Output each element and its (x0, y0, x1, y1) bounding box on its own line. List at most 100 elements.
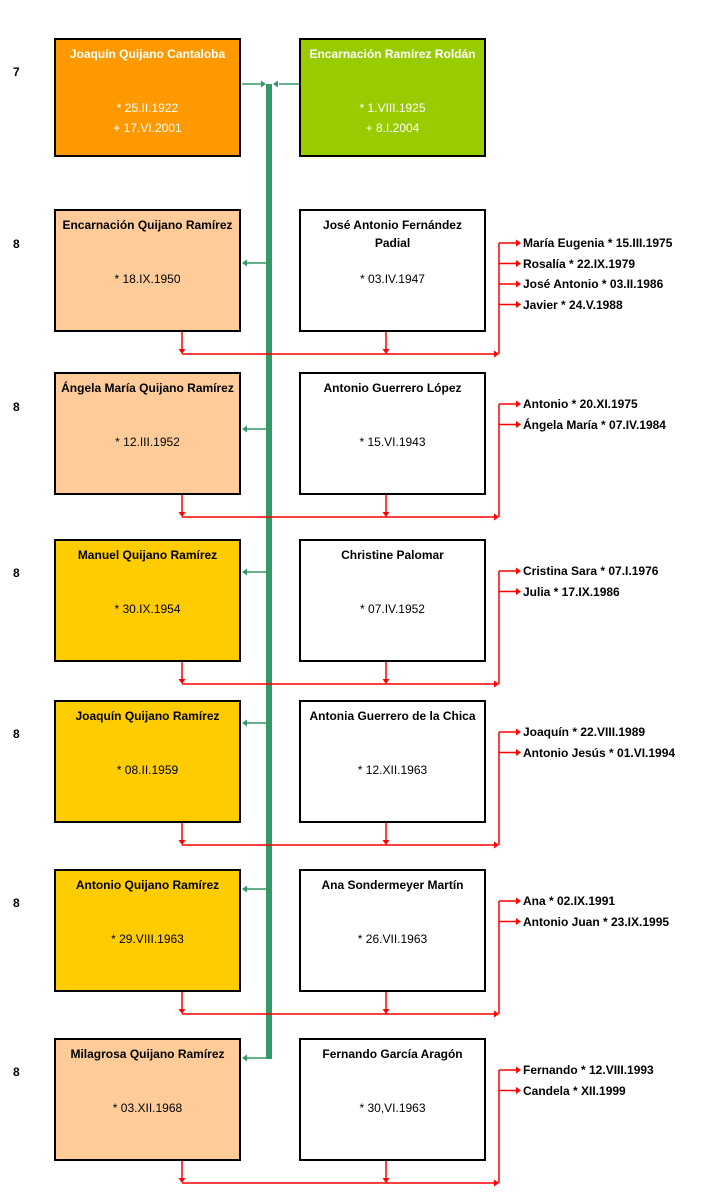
child-box: Antonio Quijano Ramírez * 29.VIII.1963 (54, 869, 241, 992)
spouse-box: Ana Sondermeyer Martín* 26.VII.1963 (299, 869, 486, 992)
founder-wife-box: Encarnación Ramírez Roldán * 1.VIII.1925… (299, 38, 486, 157)
arrow-child (242, 1054, 247, 1062)
generation-label: 8 (13, 727, 20, 741)
spouse-box: Fernando García Aragón * 30,VI.1963 (299, 1038, 486, 1161)
grandchild-entry: Antonio Juan * 23.IX.1995 (523, 914, 670, 929)
birth-date: * 26.VII.1963 (357, 932, 428, 946)
arrow-grandchild (516, 918, 521, 925)
arrow-child (242, 259, 247, 267)
arrow-grandchild (516, 239, 521, 247)
person-name: Ángela María Quijano Ramírez (61, 381, 234, 395)
arrow-descent (494, 1179, 499, 1187)
birth-date: * 12.XII.1963 (357, 763, 428, 777)
arrow-grandchild (516, 728, 521, 736)
grandchild-entry: Javier * 24.V.1988 (523, 297, 623, 312)
arrow-descent (178, 512, 186, 517)
grandchild-entry: Fernando * 12.VIII.1993 (523, 1063, 654, 1077)
death-date: + 17.VI.2001 (113, 121, 182, 135)
arrow-descent (178, 349, 186, 354)
birth-date: * 30.IX.1954 (114, 602, 181, 616)
birth-date: * 1.VIII.1925 (359, 101, 426, 115)
child-box: Milagrosa Quijano Ramírez * 03.XII.1968 (54, 1038, 241, 1161)
person-name: Encarnación Ramírez Roldán (309, 47, 476, 61)
child-box: Joaquín Quijano Ramírez * 08.II.1959 (54, 700, 241, 823)
arrow-descent (494, 841, 499, 849)
arrow-descent (178, 840, 186, 845)
grandchild-entry: José Antonio * 03.II.1986 (523, 277, 664, 291)
birth-date: * 07.IV.1952 (360, 602, 425, 616)
arrow-grandchild (516, 421, 521, 428)
person-name: Joaquín Quijano Cantaloba (69, 47, 226, 61)
grandchild-entry: María Eugenia * 15.III.1975 (523, 236, 673, 250)
arrow-descent (178, 1178, 186, 1183)
arrow-descent (178, 1009, 186, 1014)
arrow-descent (494, 680, 499, 688)
child-box: Encarnación Quijano Ramírez * 18.IX.1950 (54, 209, 241, 332)
birth-date: * 12.III.1952 (115, 435, 180, 449)
birth-date: * 15.VI.1943 (359, 435, 426, 449)
grandchild-entry: Candela * XII.1999 (523, 1083, 626, 1098)
generation-label: 7 (13, 65, 20, 79)
arrow-child (242, 568, 247, 576)
generation-label: 8 (13, 1065, 20, 1079)
arrow-grandchild (516, 280, 521, 288)
arrow-descent (382, 679, 390, 684)
grandchild-entry: Rosalía * 22.IX.1979 (523, 256, 636, 271)
grandchild-entry: Julia * 17.IX.1986 (523, 584, 620, 599)
arrow-child (242, 425, 247, 433)
birth-date: * 03.XII.1968 (112, 1101, 183, 1115)
arrow-descent (382, 1178, 390, 1183)
arrow-grandchild (516, 588, 521, 595)
arrow-descent (494, 1010, 499, 1018)
birth-date: * 08.II.1959 (116, 763, 179, 777)
arrow-descent (382, 349, 390, 354)
founder-husband-box: Joaquín Quijano Cantaloba * 25.II.1922 +… (54, 38, 241, 157)
person-name: Encarnación Quijano Ramírez (62, 218, 233, 232)
grandchild-entry: Ana * 02.IX.1991 (523, 894, 616, 908)
birth-date: * 18.IX.1950 (114, 272, 181, 286)
generation-label: 8 (13, 896, 20, 910)
generation-label: 8 (13, 237, 20, 251)
arrow-child (242, 719, 247, 727)
arrow-grandchild (516, 1087, 521, 1094)
generation-label: 8 (13, 400, 20, 414)
person-name: Fernando García Aragón (322, 1047, 463, 1061)
arrow-grandchild (516, 897, 521, 905)
birth-date: * 30,VI.1963 (359, 1101, 426, 1115)
person-name: Milagrosa Quijano Ramírez (70, 1047, 225, 1061)
grandchild-entry: Cristina Sara * 07.I.1976 (523, 564, 659, 578)
arrow-grandchild (516, 749, 521, 756)
death-date: + 8.I.2004 (365, 121, 420, 135)
arrow-grandchild (516, 260, 521, 267)
person-name: Antonio Quijano Ramírez (75, 878, 220, 892)
child-box: Ángela María Quijano Ramírez * 12.III.195… (54, 372, 241, 495)
arrow-descent (494, 513, 499, 521)
birth-date: * 03.IV.1947 (360, 272, 425, 286)
person-name: Joaquín Quijano Ramírez (75, 709, 220, 723)
person-name: Christine Palomar (341, 548, 444, 562)
arrow-descent (382, 1009, 390, 1014)
generation-label: 8 (13, 566, 20, 580)
birth-date: * 29.VIII.1963 (111, 932, 184, 946)
arrow-descent (494, 350, 499, 358)
grandchild-entry: Antonio Jesús * 01.VI.1994 (523, 745, 676, 760)
arrow-child (242, 885, 247, 893)
spouse-box: José Antonio Fernández Padial* 03.IV.194… (299, 209, 486, 332)
birth-date: * 25.II.1922 (116, 101, 179, 115)
arrow-grandchild (516, 1066, 521, 1074)
arrow-descent (382, 840, 390, 845)
person-name: Antonio Guerrero López (323, 381, 462, 395)
arrow-grandchild (516, 567, 521, 575)
arrow-descent (382, 512, 390, 517)
grandchild-entry: Joaquín * 22.VIII.1989 (523, 725, 646, 739)
arrow-husband (261, 80, 266, 88)
arrow-descent (178, 679, 186, 684)
